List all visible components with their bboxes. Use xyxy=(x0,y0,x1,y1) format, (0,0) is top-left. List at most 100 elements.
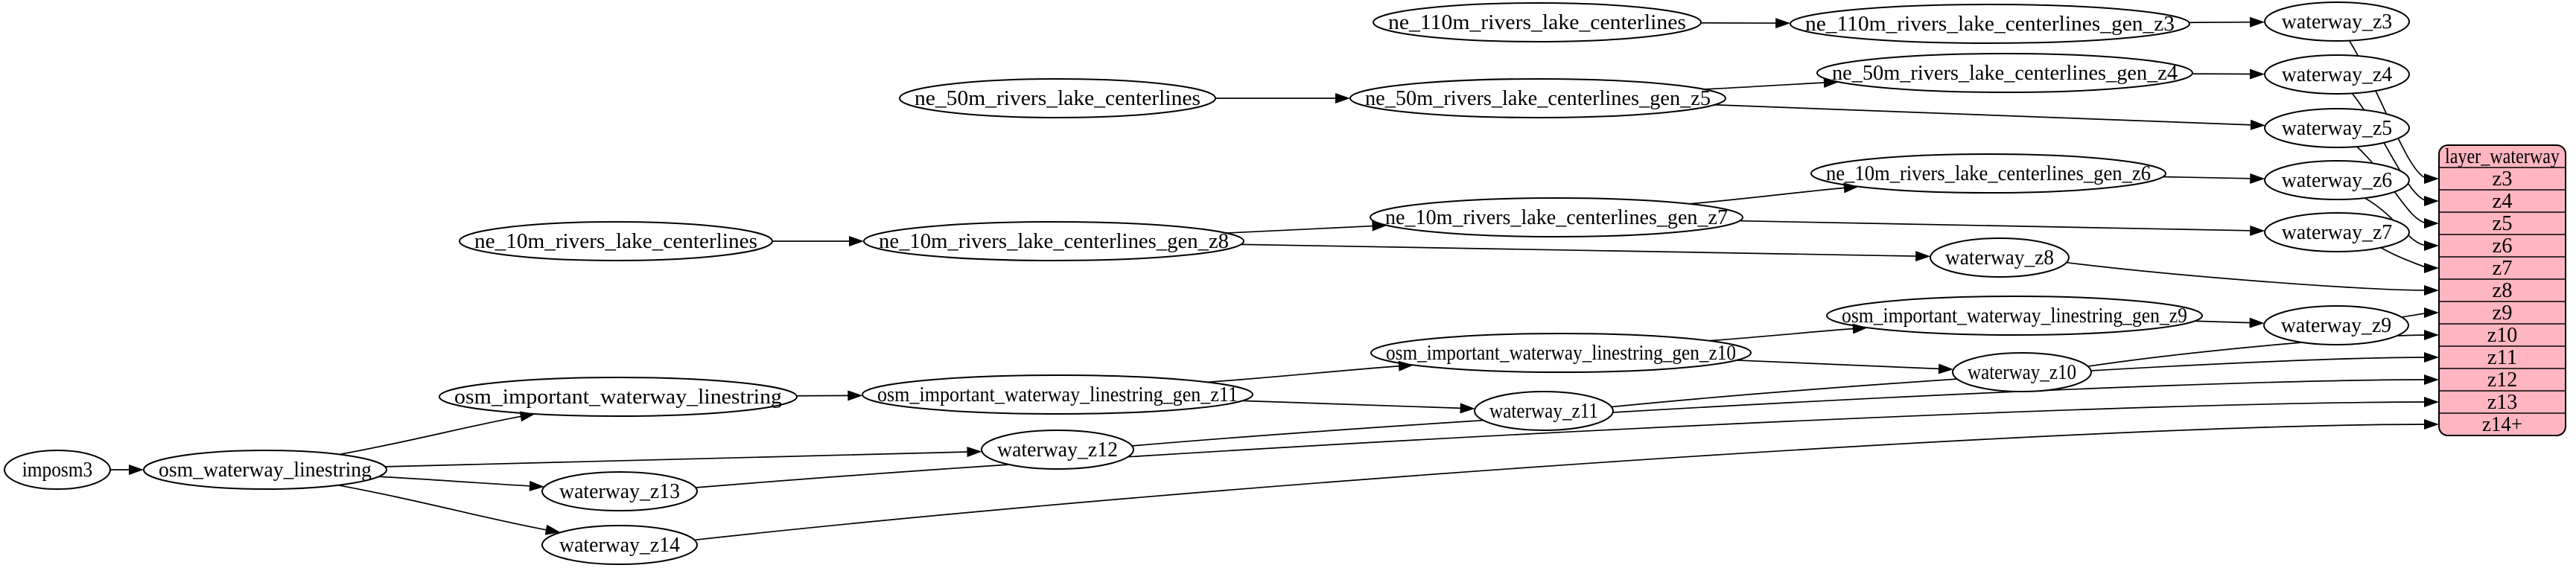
node-ne_50m_rivers_lake_centerlines_gen_z4: ne_50m_rivers_lake_centerlines_gen_z4 xyxy=(1816,53,2193,93)
node-label: waterway_z12 xyxy=(997,438,1118,462)
edge-osm_waterway_linestring-to-waterway_z12 xyxy=(384,451,972,468)
edge-ne_110m_rivers_lake_centerlines-to-ne_110m_rivers_lake_centerlines_gen_z3-arrowhead xyxy=(1775,18,1791,29)
edge-osm_important_waterway_linestring_gen_z11-to-osm_important_waterway_linestring_gen_z10 xyxy=(1207,365,1404,383)
edge-osm_waterway_linestring-to-osm_important_waterway_linestring xyxy=(339,415,525,456)
edge-osm_important_waterway_linestring_gen_z10-to-waterway_z10 xyxy=(1736,360,1944,370)
node-shape xyxy=(439,377,798,417)
edge-osm_waterway_linestring-to-waterway_z14 xyxy=(337,484,551,532)
record-row-z13: z13 xyxy=(2487,391,2518,414)
node-label: ne_10m_rivers_lake_centerlines_gen_z7 xyxy=(1385,206,1728,229)
edge-waterway_z7-to-layer_waterway-z7 xyxy=(2380,246,2429,269)
edge-waterway_z14-to-layer_waterway-z14+-arrowhead xyxy=(2424,419,2439,430)
node-label: waterway_z14 xyxy=(559,534,680,557)
node-label: osm_important_waterway_linestring_gen_z1… xyxy=(1386,342,1736,365)
arrowheads-layer xyxy=(129,16,2439,535)
node-label: ne_50m_rivers_lake_centerlines_gen_z5 xyxy=(1365,87,1711,110)
node-label: ne_10m_rivers_lake_centerlines xyxy=(474,230,757,253)
edge-waterway_z8-to-layer_waterway-z8 xyxy=(2066,261,2429,291)
node-waterway_z5: waterway_z5 xyxy=(2264,108,2410,148)
node-label: osm_waterway_linestring xyxy=(159,459,372,482)
edge-osm_waterway_linestring-to-waterway_z13-arrowhead xyxy=(529,480,544,491)
node-label: waterway_z10 xyxy=(1968,361,2076,384)
edge-waterway_z4-to-layer_waterway-z4-arrowhead xyxy=(2424,196,2439,206)
node-shape xyxy=(2264,160,2410,200)
record-row-z7: z7 xyxy=(2493,257,2513,280)
edge-ne_110m_rivers_lake_centerlines_gen_z3-to-waterway_z3-arrowhead xyxy=(2249,16,2265,28)
edge-waterway_z9-to-layer_waterway-z9-arrowhead xyxy=(2424,307,2439,318)
record-layer_waterway: layer_waterwayz3z4z5z6z7z8z9z10z11z12z13… xyxy=(2438,144,2566,436)
node-label: ne_10m_rivers_lake_centerlines_gen_z8 xyxy=(879,230,1229,253)
edge-osm_waterway_linestring-to-waterway_z12-arrowhead xyxy=(967,447,982,457)
edge-osm_important_waterway_linestring_gen_z11-to-waterway_z11-arrowhead xyxy=(1460,403,1475,414)
record-row-z5: z5 xyxy=(2493,212,2513,235)
edge-osm_important_waterway_linestring_gen_z9-to-waterway_z9-arrowhead xyxy=(2249,317,2265,328)
node-waterway_z6: waterway_z6 xyxy=(2264,160,2410,200)
edge-waterway_z10-to-layer_waterway-z10-arrowhead xyxy=(2424,330,2439,340)
edge-waterway_z6-to-layer_waterway-z6-arrowhead xyxy=(2424,240,2439,251)
node-label: waterway_z8 xyxy=(1945,246,2054,269)
node-label: waterway_z13 xyxy=(559,480,680,503)
node-shape xyxy=(1370,333,1752,373)
edge-waterway_z7-to-layer_waterway-z7-arrowhead xyxy=(2424,263,2439,273)
node-shape xyxy=(981,430,1134,470)
edge-ne_10m_rivers_lake_centerlines_gen_z8-to-waterway_z8 xyxy=(1241,243,1921,258)
edge-ne_10m_rivers_lake_centerlines_gen_z8-to-ne_10m_rivers_lake_centerlines_gen_z7-arrowhead xyxy=(1372,220,1387,232)
node-label: osm_important_waterway_linestring_gen_z1… xyxy=(877,383,1238,406)
node-shape xyxy=(2263,305,2409,345)
node-ne_10m_rivers_lake_centerlines: ne_10m_rivers_lake_centerlines xyxy=(459,221,773,261)
node-label: waterway_z4 xyxy=(2282,63,2393,86)
node-label: ne_110m_rivers_lake_centerlines xyxy=(1388,11,1686,34)
node-shape xyxy=(4,450,111,490)
record-row-z12: z12 xyxy=(2487,368,2518,392)
edge-ne_10m_rivers_lake_centerlines_gen_z6-to-waterway_z6-arrowhead xyxy=(2250,173,2265,184)
node-label: waterway_z11 xyxy=(1489,400,1598,423)
edge-waterway_z13-to-layer_waterway-z13 xyxy=(695,401,2429,488)
edge-waterway_z5-to-layer_waterway-z5-arrowhead xyxy=(2424,218,2439,229)
node-waterway_z11: waterway_z11 xyxy=(1474,391,1614,431)
node-ne_10m_rivers_lake_centerlines_gen_z8: ne_10m_rivers_lake_centerlines_gen_z8 xyxy=(863,221,1244,261)
node-osm_important_waterway_linestring_gen_z9: osm_important_waterway_linestring_gen_z9 xyxy=(1826,296,2203,336)
node-waterway_z10: waterway_z10 xyxy=(1952,352,2092,392)
edge-waterway_z12-to-layer_waterway-z12 xyxy=(1131,379,2429,447)
edge-ne_50m_rivers_lake_centerlines_gen_z5-to-ne_50m_rivers_lake_centerlines_gen_z4 xyxy=(1704,81,1828,90)
edge-waterway_z3-to-layer_waterway-z3-arrowhead xyxy=(2424,173,2439,184)
node-label: ne_110m_rivers_lake_centerlines_gen_z3 xyxy=(1805,13,2175,36)
edge-ne_50m_rivers_lake_centerlines_gen_z5-to-waterway_z5-arrowhead xyxy=(2250,119,2265,130)
node-shape xyxy=(862,374,1253,415)
node-shape xyxy=(1370,197,1743,237)
edge-ne_10m_rivers_lake_centerlines_gen_z7-to-waterway_z7-arrowhead xyxy=(2250,225,2265,236)
node-label: ne_50m_rivers_lake_centerlines xyxy=(915,87,1200,110)
edge-waterway_z8-to-layer_waterway-z8-arrowhead xyxy=(2424,285,2439,296)
edge-waterway_z14-to-layer_waterway-z14+ xyxy=(694,424,2429,541)
record-title: layer_waterway xyxy=(2445,145,2560,168)
record-row-z6: z6 xyxy=(2493,234,2513,258)
node-shape xyxy=(1810,153,2166,194)
edge-ne_50m_rivers_lake_centerlines_gen_z5-to-waterway_z5 xyxy=(1714,103,2255,126)
edge-waterway_z11-to-layer_waterway-z11-arrowhead xyxy=(2424,352,2439,363)
node-shape xyxy=(459,221,773,261)
node-ne_110m_rivers_lake_centerlines_gen_z3: ne_110m_rivers_lake_centerlines_gen_z3 xyxy=(1790,4,2190,44)
node-label: osm_important_waterway_linestring_gen_z9 xyxy=(1842,304,2187,328)
node-shape xyxy=(541,525,698,565)
record-row-z8: z8 xyxy=(2493,279,2513,302)
node-shape xyxy=(541,471,698,511)
record-row-z3: z3 xyxy=(2493,167,2513,191)
edge-ne_10m_rivers_lake_centerlines_gen_z8-to-waterway_z8-arrowhead xyxy=(1915,251,1931,262)
node-ne_10m_rivers_lake_centerlines_gen_z6: ne_10m_rivers_lake_centerlines_gen_z6 xyxy=(1810,153,2166,194)
node-shape xyxy=(1952,352,2092,392)
edge-ne_10m_rivers_lake_centerlines_gen_z7-to-ne_10m_rivers_lake_centerlines_gen_z6 xyxy=(1689,187,1848,205)
node-ne_50m_rivers_lake_centerlines: ne_50m_rivers_lake_centerlines xyxy=(899,78,1216,118)
node-waterway_z12: waterway_z12 xyxy=(981,430,1134,470)
node-shape xyxy=(1826,296,2203,336)
edge-ne_10m_rivers_lake_centerlines_gen_z8-to-ne_10m_rivers_lake_centerlines_gen_z7 xyxy=(1226,225,1377,234)
edge-waterway_z13-to-layer_waterway-z13-arrowhead xyxy=(2424,397,2439,407)
edge-ne_10m_rivers_lake_centerlines_gen_z6-to-waterway_z6 xyxy=(2163,176,2255,179)
node-shape xyxy=(899,78,1216,118)
edge-osm_important_waterway_linestring_gen_z10-to-waterway_z10-arrowhead xyxy=(1938,363,1954,374)
edge-osm_waterway_linestring-to-waterway_z13 xyxy=(378,476,535,487)
node-waterway_z13: waterway_z13 xyxy=(541,471,698,511)
record-row-z14+: z14+ xyxy=(2482,413,2522,436)
node-osm_important_waterway_linestring_gen_z11: osm_important_waterway_linestring_gen_z1… xyxy=(862,374,1253,415)
